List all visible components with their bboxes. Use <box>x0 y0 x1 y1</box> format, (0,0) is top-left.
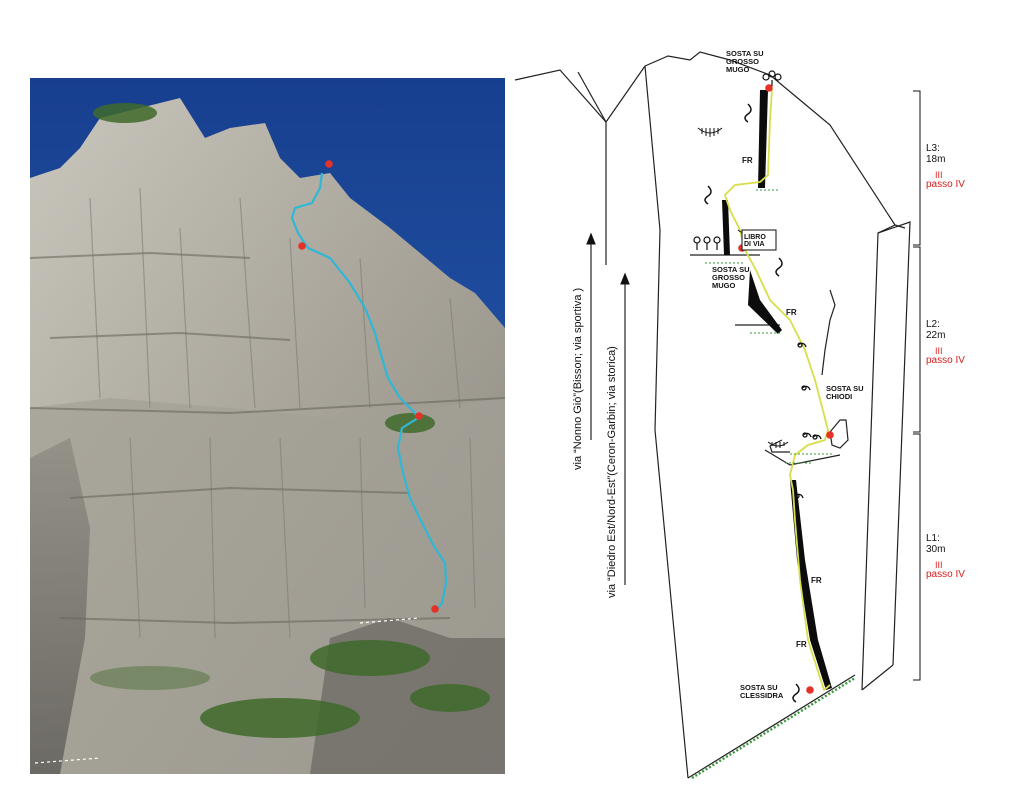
belay-dot-bottom <box>431 605 439 613</box>
dihedral-crack <box>722 90 832 690</box>
pitch-grade: III <box>935 170 943 180</box>
pitch-length: 18m <box>926 153 946 165</box>
pitch-l2: L2: 22m III passo IV <box>926 319 965 367</box>
belay-label-top: SOSTA SU GROSSO MUGO <box>726 49 764 74</box>
pitch-l1: L1: 30m III passo IV <box>926 533 965 581</box>
topo-belay-bottom <box>806 686 814 694</box>
piton-icon <box>794 342 822 499</box>
pitch-l3: L3: 18m III passo IV <box>926 143 965 191</box>
cliff-photo-drawing <box>30 78 505 774</box>
route-line <box>290 172 448 612</box>
belay-dot-top <box>325 160 333 168</box>
grass-ledges <box>691 189 856 780</box>
pitch-note: passo IV <box>926 179 965 191</box>
pitch-note: passo IV <box>926 569 965 581</box>
fr-label: FR <box>786 308 797 317</box>
approach-dashed <box>359 617 421 624</box>
topo-belay-chiodi <box>826 431 834 439</box>
cliff-photo <box>30 78 505 774</box>
belay-dot-middle <box>415 412 423 420</box>
fr-label: FR <box>742 156 753 165</box>
book-label: LIBRO DI VIA <box>744 234 766 249</box>
topo-belay-top <box>765 84 773 92</box>
topo-route-line <box>723 89 831 692</box>
pitch-name: L2: <box>926 319 940 330</box>
tree-icon <box>693 70 782 250</box>
route-name-nonno-gio: via “Nonno Giò”(Bisson; via sportiva ) <box>572 287 584 470</box>
pitch-grade: III <box>935 346 943 356</box>
pitch-length: 30m <box>926 543 946 555</box>
rock-texture <box>89 187 476 639</box>
book-box <box>741 229 777 251</box>
route-arrows <box>586 232 630 585</box>
belay-label-mid: SOSTA SU GROSSO MUGO <box>712 265 750 290</box>
approach-dashed-2 <box>34 757 101 764</box>
fr-label: FR <box>811 576 822 585</box>
pitch-brackets <box>913 90 921 681</box>
pitch-name: L3: <box>926 143 940 154</box>
pitch-length: 22m <box>926 329 946 341</box>
topo-outline <box>514 51 911 779</box>
rock-ledges <box>30 251 505 625</box>
clessidra-icon <box>704 103 800 703</box>
belay-label-chiodi: SOSTA SU CHIODI <box>826 384 864 401</box>
pitch-note: passo IV <box>926 355 965 367</box>
pitch-grade: III <box>935 560 943 570</box>
belay-dot-upper <box>298 242 306 250</box>
belay-label-bottom: SOSTA SU CLESSIDRA <box>740 683 784 700</box>
rock-shadow-left <box>30 438 90 774</box>
pitch-name: L1: <box>926 533 940 544</box>
fr-label: FR <box>796 640 807 649</box>
route-name-diedro: via “Diedro Est/Nord-Est”(Ceron-Garbin; … <box>606 346 618 598</box>
vegetation <box>90 103 490 738</box>
